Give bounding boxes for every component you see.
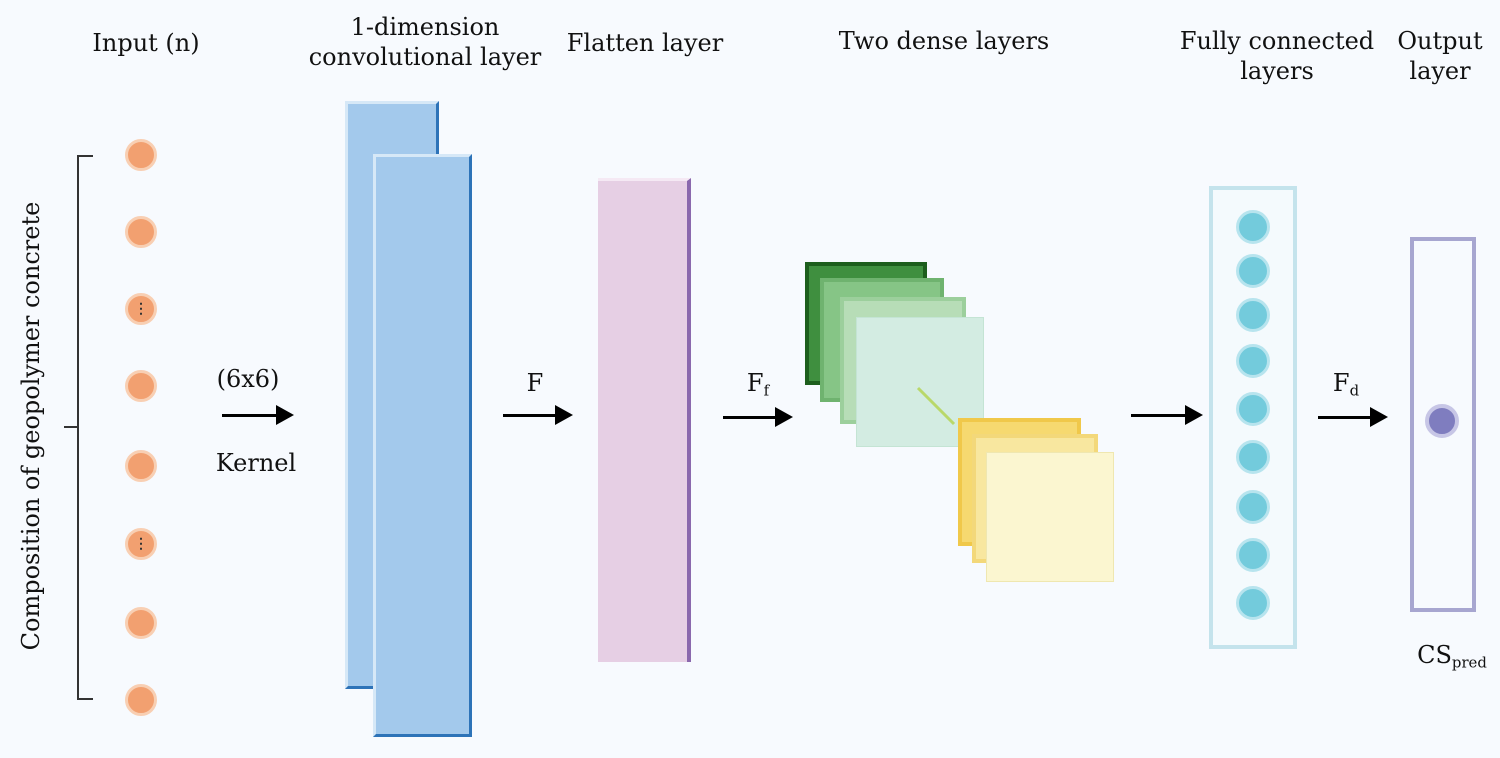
- conv-layer-title: 1-dimension convolutional layer: [309, 12, 542, 72]
- kernel-label: Kernel: [215, 449, 297, 477]
- input-node: [125, 216, 157, 248]
- input-node: [125, 684, 157, 716]
- input-node: ⋮: [125, 528, 157, 560]
- fc-node: [1236, 440, 1270, 474]
- fd-arrow: [1318, 407, 1388, 427]
- dense-to-fc-arrow: [1131, 405, 1203, 425]
- input-node: ⋮: [125, 293, 157, 325]
- fc-node: [1236, 490, 1270, 524]
- output-layer-title-line2: layer: [1409, 57, 1471, 85]
- ff-label-main: F: [746, 369, 764, 397]
- dense-yellow-square-3: [986, 452, 1114, 582]
- input-composition-label: Composition of geopolymer concrete: [17, 201, 45, 651]
- conv-feature-map-front: [373, 154, 472, 737]
- fc-node: [1236, 254, 1270, 288]
- kernel-arrow: [222, 405, 294, 425]
- ff-label-sub: f: [763, 381, 770, 400]
- fc-layers-title: Fully connected layers: [1180, 26, 1374, 86]
- fc-node: [1236, 298, 1270, 332]
- fc-node: [1236, 210, 1270, 244]
- dense-connector: [916, 386, 956, 426]
- input-node: [125, 370, 157, 402]
- output-layer-box: [1410, 237, 1476, 612]
- kernel-size-label: (6x6): [216, 365, 280, 393]
- f-arrow: [503, 405, 573, 425]
- f-label: F: [526, 369, 544, 397]
- output-layer-title-line1: Output: [1397, 27, 1483, 55]
- dense-layers-title: Two dense layers: [838, 27, 1050, 55]
- input-layer-title: Input (n): [92, 29, 200, 57]
- cs-pred-main: CS: [1417, 641, 1452, 669]
- fc-node: [1236, 586, 1270, 620]
- input-node: [125, 450, 157, 482]
- fc-node: [1236, 344, 1270, 378]
- fc-node: [1236, 392, 1270, 426]
- fd-label-sub: d: [1349, 381, 1360, 400]
- input-node: [125, 139, 157, 171]
- fc-layers-title-line1: Fully connected: [1179, 27, 1375, 55]
- fc-node: [1236, 538, 1270, 572]
- conv-layer-title-line1: 1-dimension: [350, 13, 500, 41]
- fd-label-main: F: [1332, 369, 1350, 397]
- conv-layer-title-line2: convolutional layer: [308, 43, 542, 71]
- fd-label: Fd: [1333, 368, 1359, 398]
- cs-pred-sub: pred: [1451, 653, 1487, 672]
- cs-pred-label: CSpred: [1417, 640, 1487, 670]
- fc-layers-title-line2: layers: [1240, 57, 1314, 85]
- output-layer-title: Output layer: [1397, 26, 1482, 86]
- ff-label: Ff: [747, 368, 769, 398]
- dense-connector-line: [916, 386, 956, 426]
- output-node: [1425, 404, 1459, 438]
- input-node: [125, 607, 157, 639]
- input-bracket: [77, 155, 93, 700]
- input-bracket-tip: [64, 426, 78, 428]
- ff-arrow: [723, 407, 793, 427]
- flatten-layer-bar: [598, 178, 691, 662]
- flatten-layer-title: Flatten layer: [566, 29, 724, 57]
